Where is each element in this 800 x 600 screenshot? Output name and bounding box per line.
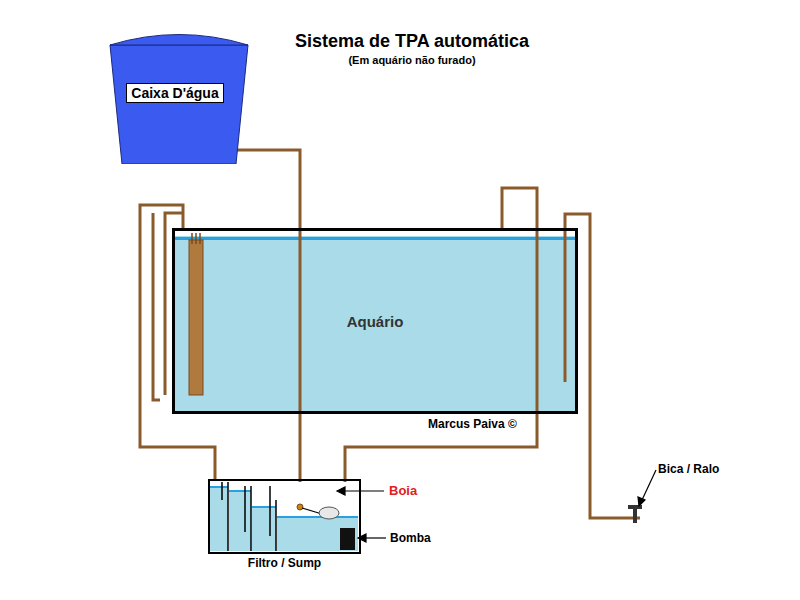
- sump-caption: Filtro / Sump: [248, 556, 321, 570]
- part-label: Bica / Ralo: [658, 462, 719, 476]
- partition: [275, 500, 277, 551]
- pipes: [153, 150, 640, 530]
- part-label: Boia: [389, 483, 417, 498]
- partition: [250, 486, 252, 551]
- water-surface: [277, 516, 358, 518]
- overflow-comb: [192, 233, 200, 244]
- leader-head: [337, 487, 345, 495]
- leader-line: [342, 490, 384, 491]
- aquarium-tank: Aquário: [172, 228, 578, 414]
- water-surface: [252, 506, 276, 508]
- media-tube: [244, 486, 246, 532]
- aquarium-water: [174, 236, 575, 411]
- sump-water: [252, 507, 276, 551]
- sump-box: Filtro / Sump: [208, 479, 361, 554]
- pipe-connector: [345, 188, 537, 479]
- float-valve: [297, 504, 303, 510]
- tank-body: [110, 45, 248, 164]
- media-tube: [221, 482, 223, 500]
- pipe-line: [140, 205, 215, 479]
- tank-label: Caixa D'água: [126, 83, 223, 103]
- sump-partitions: [222, 482, 276, 551]
- tank-lid: [110, 35, 248, 46]
- water-surface: [210, 486, 228, 488]
- pipe-connector: [250, 150, 300, 479]
- siphon-pipe: [153, 213, 160, 400]
- pipe-line: [345, 188, 537, 479]
- float: [319, 507, 339, 519]
- subtitle: (Em aquário não furado): [348, 54, 475, 66]
- leader-line: [642, 470, 656, 500]
- overflow-box: [189, 240, 203, 395]
- diagram-title: Sistema de TPA automática: [295, 31, 529, 52]
- part-label: Bomba: [390, 531, 431, 545]
- pump: [340, 528, 355, 550]
- leader-head: [638, 497, 645, 506]
- author-credit: Marcus Paiva ©: [428, 417, 517, 431]
- media-tube: [269, 486, 271, 536]
- sump-water: [277, 517, 358, 551]
- sump-water: [210, 487, 228, 551]
- water-surface: [229, 490, 251, 492]
- comb-tooth: [199, 233, 201, 244]
- leaders: [337, 470, 656, 542]
- water-tank: Caixa D'água: [108, 30, 250, 164]
- supply-pipe: [236, 149, 250, 152]
- pipe-connector: [140, 205, 215, 479]
- pipe-line: [250, 150, 300, 479]
- sump-water: [229, 491, 251, 551]
- partition: [227, 482, 229, 551]
- sump-ground: [210, 482, 358, 551]
- comb-tooth: [191, 233, 193, 244]
- tap-body: [633, 509, 637, 523]
- comb-tooth: [195, 233, 197, 244]
- water-surface: [174, 237, 575, 240]
- aquarium-label: Aquário: [347, 313, 404, 330]
